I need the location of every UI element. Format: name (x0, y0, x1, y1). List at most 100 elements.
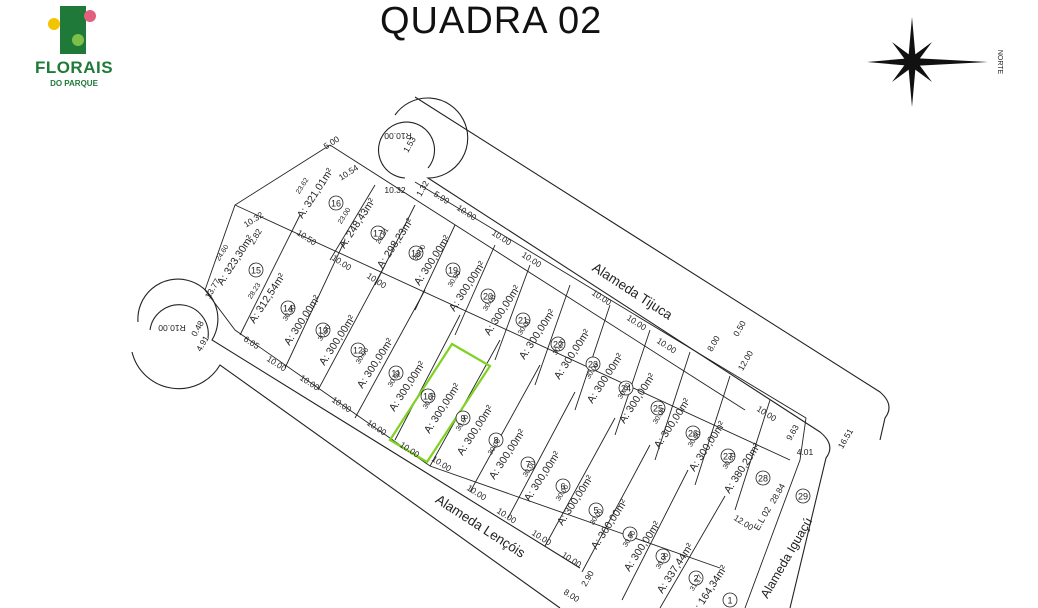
lot-number: 8 (493, 436, 498, 446)
lot-number-circle (280, 300, 296, 316)
lot-lines (204, 144, 807, 608)
lot-number-circle (755, 470, 771, 486)
block-spine-top (329, 144, 746, 411)
lot-number: 24 (621, 384, 631, 394)
dimension-label: 2.82 (247, 227, 264, 247)
lot-divider (394, 314, 461, 441)
lot-number-circle (585, 356, 601, 372)
lot-number: 7 (525, 460, 530, 470)
lot-number-circle (688, 570, 704, 586)
lot-number-circle (588, 502, 604, 518)
block-boundary-right (414, 181, 807, 608)
lot-divider (614, 329, 651, 436)
lot-number-circle (370, 225, 386, 241)
lot-divider (534, 284, 571, 386)
lot-divider (354, 289, 426, 419)
logo-flower-green (72, 34, 84, 46)
lot-number-circle (722, 592, 738, 608)
lot-number: 21 (518, 316, 528, 326)
lot-number-circle (622, 526, 638, 542)
dimension-label: 10.00 (330, 394, 354, 414)
dimension-label: 1.32 (414, 179, 431, 199)
lot-number-circle (720, 448, 736, 464)
dimension-label: 8.00 (705, 334, 722, 354)
lot-divider (454, 244, 496, 336)
dimension-label: R10.00 (158, 323, 186, 333)
lot-number: 29 (798, 492, 808, 502)
block-boundary-left (204, 144, 721, 569)
dimension-label: R10.00 (384, 131, 412, 141)
road-outer-bottom-edge (131, 351, 561, 608)
lot-divider (507, 391, 576, 519)
lot-number-circle (328, 195, 344, 211)
dimension-label: 10.00 (455, 202, 479, 222)
lot-number: 2 (693, 574, 698, 584)
lot-divider (414, 224, 456, 311)
lot-number: 11 (391, 369, 400, 379)
logo-mark (60, 6, 86, 54)
logo-subtext: DO PARQUE (50, 79, 98, 88)
dimension-label: 10.00 (590, 287, 614, 307)
dimension-label: 10.32 (242, 209, 266, 229)
lot-number-circle (685, 425, 701, 441)
dimension-label: 4.01 (797, 447, 814, 457)
lot-number: 28 (758, 474, 768, 484)
lot-divider (329, 184, 376, 261)
road-outer-top-edge (414, 96, 890, 441)
florais-logo: FLORAIS DO PARQUE (28, 4, 120, 94)
dimension-label: 10.00 (625, 312, 649, 332)
lot-number: 3 (660, 552, 665, 562)
lot-number-circle (455, 410, 471, 426)
lot-number: 16 (331, 199, 341, 209)
lot-number-circle (795, 488, 811, 504)
lot-number-circle (655, 548, 671, 564)
lot-number-circle (520, 456, 536, 472)
lot-number-circle (650, 400, 666, 416)
lot-number: 17 (373, 229, 383, 239)
lot-number: 27 (723, 452, 733, 462)
logo-flower-yellow (48, 18, 60, 30)
dimension-label: 6.05 (242, 334, 262, 352)
lot-divider (621, 469, 689, 601)
lot-number-circle (388, 365, 404, 381)
north-arrow: NORTE (867, 17, 1003, 107)
lot-number: 20 (483, 292, 493, 302)
lot-divider (694, 375, 731, 486)
lot-number: 18 (411, 249, 421, 259)
cul-de-sac-top-inner (378, 121, 436, 179)
lot-number: 12 (353, 346, 363, 356)
lot-divider (494, 264, 531, 361)
cul-de-sac-left-inner (149, 304, 209, 339)
lot-number-circle (408, 245, 424, 261)
highlighted-lot-9 (388, 342, 492, 464)
lot-divider (659, 495, 726, 608)
street-alameda-iguacu: Alameda Iguaçú (758, 515, 815, 600)
lot-number-circle (555, 478, 571, 494)
lot-number-circle (420, 388, 436, 404)
lot-divider (284, 239, 346, 369)
lot-number: 10 (423, 392, 433, 402)
dimension-label: 10.00 (265, 353, 289, 373)
roads (131, 96, 890, 608)
lot-number: 14 (283, 304, 293, 314)
dimension-label: 10.00 (755, 403, 779, 423)
dimension-label: 10.00 (520, 249, 544, 269)
lot-number: 19 (448, 266, 458, 276)
lot-number-circle (350, 342, 366, 358)
lot-number: 5 (593, 506, 598, 516)
lot-number: 1 (727, 596, 732, 606)
lot-number: 26 (688, 429, 698, 439)
dimension-label: 12.00 (732, 512, 756, 532)
compass-ew-point (867, 58, 988, 66)
lot-divider (374, 204, 416, 286)
lot-number-circle (248, 262, 264, 278)
dimension-label: 8.00 (562, 587, 582, 605)
lot-number-circle (515, 312, 531, 328)
lot-number-circle (550, 336, 566, 352)
dimension-label: 5.00 (322, 134, 342, 152)
block-outer-top-edge (394, 97, 831, 608)
lot-number: 4 (627, 530, 632, 540)
